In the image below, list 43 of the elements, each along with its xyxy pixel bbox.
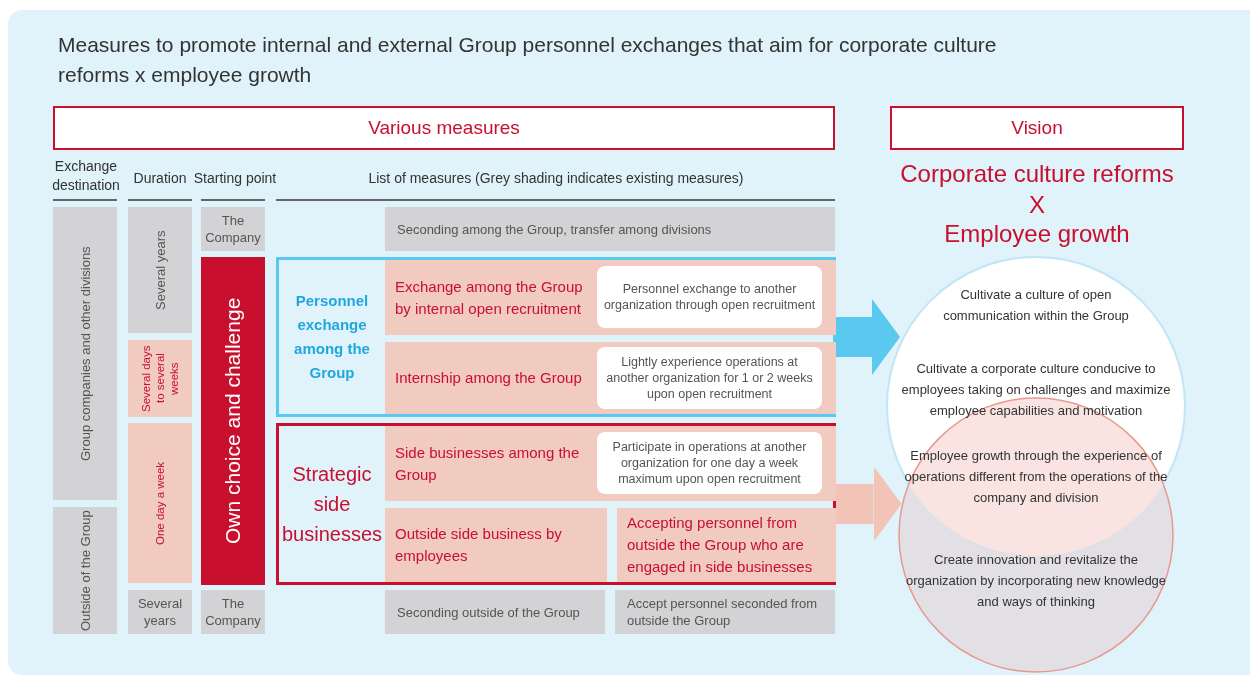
- circle-text: Cultivate a culture of open communication within the Group: [942, 286, 1130, 325]
- group-title: Personnel exchange among the Group: [293, 291, 371, 383]
- group-title: Strategic side businesses: [280, 462, 384, 547]
- measure-row: [385, 426, 836, 501]
- diagram-title: Measures to promote internal and external Group personnel exchanges that aim for corporate culture reforms x employee growth: [58, 32, 998, 88]
- circle-text: Cultivate a corporate culture conducive to employees taking on challenges and maximize employee capabilities and motivation: [900, 359, 1172, 420]
- column-header: List of measures (Grey shading indicates existing measures): [367, 169, 745, 188]
- table-cell: Several years: [128, 207, 192, 333]
- description-card: Personnel exchange to another organization through open recruitment: [597, 266, 822, 328]
- table-cell: The Company: [201, 207, 265, 251]
- circle-text: Create innovation and revitalize the organization by incorporating new knowledge and ways of thinking: [904, 550, 1168, 611]
- circle-text: Employee growth through the experience of operations different from the operations of the company and division: [903, 446, 1169, 507]
- vertical-banner: Own choice and challenge: [201, 257, 265, 585]
- group-frame: [276, 423, 836, 585]
- table-cell: Accept personnel seconded from outside the Group: [615, 590, 835, 634]
- table-cell: Several years: [128, 590, 192, 634]
- table-cell: The Company: [201, 590, 265, 634]
- measure-row: Outside side business by employees: [385, 508, 607, 582]
- group-frame: [276, 257, 836, 417]
- table-cell: Group companies and other divisions: [53, 207, 117, 500]
- measure-row: Accepting personnel from outside the Group who are engaged in side businesses: [617, 508, 836, 582]
- section-header: Various measures: [53, 106, 835, 150]
- column-header: Starting point: [192, 169, 278, 188]
- table-cell: Seconding among the Group, transfer among divisions: [385, 207, 835, 251]
- description-card: Lightly experience operations at another organization for 1 or 2 weeks upon open recruitment: [597, 347, 822, 409]
- measure-row: [385, 260, 836, 335]
- table-cell: Outside of the Group: [53, 507, 117, 634]
- vision-heading: Employee growth: [943, 219, 1131, 249]
- table-cell: Seconding outside of the Group: [385, 590, 605, 634]
- column-header: Exchange destination: [53, 157, 119, 195]
- table-cell: One day a week: [128, 423, 192, 583]
- vision-heading: Corporate culture reforms: [899, 159, 1175, 189]
- section-header: Vision: [890, 106, 1184, 150]
- measure-title: Exchange among the Group by internal open recruitment: [394, 276, 584, 319]
- description-card: Participate in operations at another organization for one day a week maximum upon open recruitment: [597, 432, 822, 494]
- block-arrow: [836, 466, 902, 542]
- block-arrow: [836, 299, 900, 375]
- table-cell: Several days to several weeks: [128, 340, 192, 417]
- vision-heading: X: [1028, 190, 1046, 220]
- measure-title: Internship among the Group: [394, 368, 583, 388]
- measure-row: [385, 342, 836, 414]
- measure-title: Side businesses among the Group: [394, 442, 581, 485]
- column-header: Duration: [132, 169, 188, 188]
